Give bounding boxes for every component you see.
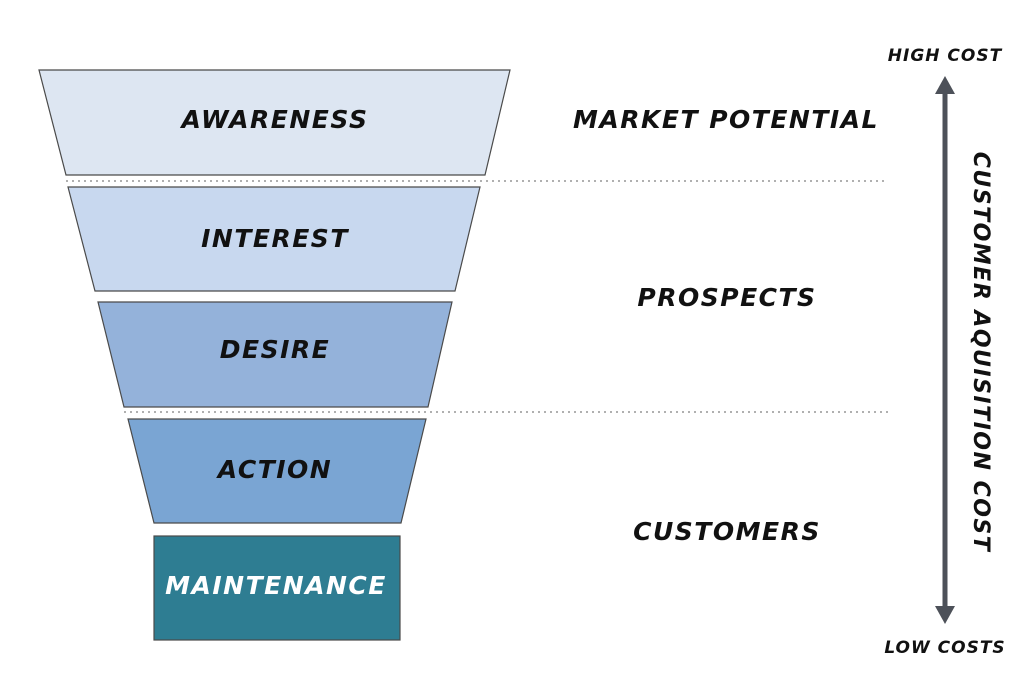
arrow-down-icon — [935, 606, 955, 624]
stage-desire-shape — [97, 301, 453, 408]
stage-interest-shape — [67, 186, 481, 292]
cost-axis-bottom-label: LOW COSTS — [884, 638, 1005, 658]
stage-action-shape — [127, 418, 427, 524]
stage-desire-label: DESIRE — [220, 335, 330, 364]
stage-desire: DESIRE — [97, 301, 453, 408]
stage-maintenance: MAINTENANCE — [153, 535, 401, 641]
stage-awareness-label: AWARENESS — [180, 105, 369, 134]
stage-interest: INTEREST — [67, 186, 481, 292]
stage-interest-label: INTEREST — [201, 224, 349, 253]
stage-action-label: ACTION — [216, 455, 332, 484]
stage-awareness: AWARENESS — [38, 69, 511, 176]
cost-axis: HIGH COST LOW COSTS CUSTOMER AQUISITION … — [884, 46, 1005, 658]
stage-action: ACTION — [127, 418, 427, 524]
group-market-potential: MARKET POTENTIAL — [573, 105, 879, 134]
group-customers: CUSTOMERS — [633, 517, 821, 546]
arrow-up-icon — [935, 76, 955, 94]
group-prospects: PROSPECTS — [637, 283, 816, 312]
stage-maintenance-shape — [153, 535, 401, 641]
stage-awareness-shape — [38, 69, 511, 176]
stage-maintenance-label: MAINTENANCE — [165, 571, 387, 600]
cost-axis-top-label: HIGH COST — [888, 46, 1003, 66]
cost-axis-title: CUSTOMER AQUISITION COST — [968, 152, 993, 553]
